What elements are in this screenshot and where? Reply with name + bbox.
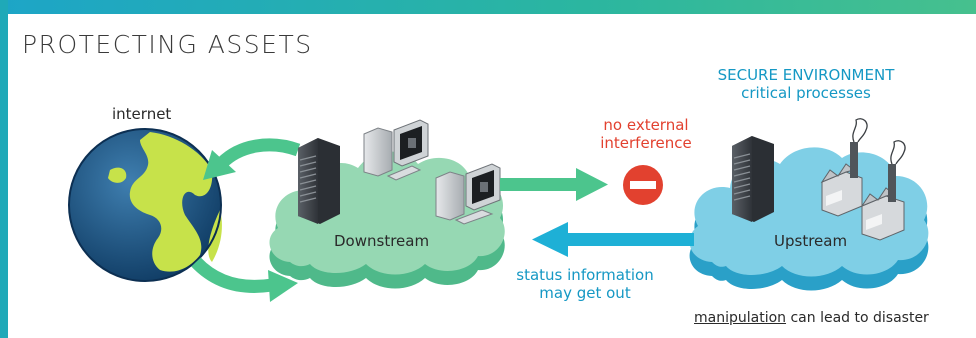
status-label: status information may get out bbox=[500, 266, 670, 302]
green-arrow-to-downstream bbox=[191, 257, 298, 302]
green-arrow-to-upstream bbox=[500, 168, 608, 201]
no-entry-icon bbox=[623, 165, 663, 205]
factory-icon bbox=[820, 118, 868, 217]
status-line2: may get out bbox=[539, 284, 631, 302]
workstation-icon bbox=[435, 163, 501, 225]
status-line1: status information bbox=[516, 266, 654, 284]
internet-label: internet bbox=[112, 105, 172, 123]
secure-environment-label: SECURE ENVIRONMENT critical processes bbox=[706, 66, 906, 102]
upstream-label: Upstream bbox=[774, 232, 848, 250]
secure-env-title: SECURE ENVIRONMENT bbox=[717, 66, 895, 84]
no-external-label: no external interference bbox=[576, 116, 716, 152]
top-accent-bar bbox=[0, 0, 976, 14]
downstream-label: Downstream bbox=[334, 232, 430, 250]
factory-icon bbox=[860, 140, 906, 241]
critical-processes-text: critical processes bbox=[741, 84, 871, 102]
left-accent-bar bbox=[0, 0, 8, 338]
manipulation-word: manipulation bbox=[694, 310, 787, 326]
globe-icon bbox=[68, 128, 222, 282]
green-arrow-to-globe bbox=[203, 138, 301, 180]
server-icon bbox=[732, 136, 774, 222]
blue-arrow-status bbox=[532, 222, 694, 257]
manipulation-rest: can lead to disaster bbox=[786, 310, 929, 326]
server-icon bbox=[298, 138, 340, 224]
manipulation-label: manipulation can lead to disaster bbox=[694, 310, 929, 326]
no-external-line2: interference bbox=[600, 134, 692, 152]
workstation-icon bbox=[363, 119, 429, 181]
no-external-line1: no external bbox=[603, 116, 689, 134]
page-title: PROTECTING ASSETS bbox=[22, 30, 313, 59]
